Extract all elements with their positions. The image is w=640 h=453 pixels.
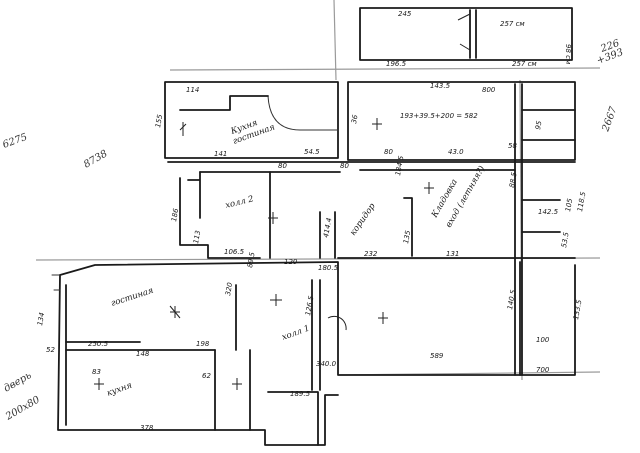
dim-top-d: 257 см — [512, 60, 537, 68]
side-notes: 226 +393 2667 6275 8738 дверь 200x80 — [1, 38, 625, 423]
dim-113: 113 — [192, 230, 202, 245]
dim-414-4: 414.4 — [322, 217, 333, 238]
dim-134: 134 — [36, 312, 46, 327]
dim-53-5: 53.5 — [560, 231, 571, 248]
dimension-labels: 245 257 см 196.5 257 см 98 см 114 143.5 … — [36, 10, 587, 432]
dim-top-c: 196.5 — [386, 60, 407, 68]
dim-105: 105 — [564, 197, 574, 212]
dim-80-a: 80 — [278, 162, 287, 170]
dim-133-5: 133.5 — [572, 299, 583, 321]
dim-180-5: 180.5 — [318, 264, 339, 272]
dim-36: 36 — [350, 114, 360, 125]
dim-589: 589 — [430, 352, 444, 360]
dim-198: 198 — [196, 340, 210, 348]
dim-378: 378 — [140, 424, 154, 432]
dim-800: 800 — [482, 86, 496, 94]
dim-186: 186 — [170, 207, 180, 222]
top-block — [359, 7, 573, 61]
dim-126-5: 126.5 — [304, 295, 315, 317]
dim-top-e: 98 см — [564, 44, 572, 65]
door-size-note-1: дверь — [2, 370, 33, 394]
dim-106-5: 106.5 — [224, 248, 245, 256]
room-label-hall-1: холл 1 — [281, 324, 312, 343]
dim-148: 148 — [136, 350, 150, 358]
dim-80-c: 80 — [340, 162, 349, 170]
dim-top-b: 257 см — [500, 20, 525, 28]
dim-80-b: 80 — [384, 148, 393, 156]
dim-54-5: 54.5 — [304, 148, 320, 156]
dim-120: 120 — [284, 258, 298, 266]
dim-131: 131 — [446, 250, 459, 258]
walls-lower — [51, 261, 576, 446]
side-note-left: 6275 — [1, 132, 29, 151]
door-size-note-2: 200x80 — [3, 394, 42, 423]
dim-155: 155 — [154, 113, 164, 128]
dim-142-5: 142.5 — [538, 208, 559, 216]
dim-62: 62 — [202, 372, 211, 380]
dim-88-5: 88.5 — [508, 171, 519, 188]
dim-141: 141 — [214, 150, 227, 158]
dim-114: 114 — [186, 86, 199, 94]
dim-43-0: 43.0 — [448, 148, 464, 156]
room-marks — [94, 118, 434, 390]
dim-sum-formula: 193+39.5+200 = 582 — [400, 112, 478, 120]
dim-320: 320 — [224, 281, 234, 296]
dim-184-5: 184.5 — [394, 155, 405, 177]
dim-83: 83 — [92, 368, 101, 376]
dim-118-5: 118.5 — [576, 191, 587, 213]
dim-top-a: 245 — [398, 10, 412, 18]
room-label-hall-2: холл 2 — [224, 194, 254, 211]
dim-100: 100 — [536, 336, 550, 344]
walls-upper — [164, 81, 576, 376]
dim-250-5: 250.5 — [88, 340, 109, 348]
dim-232: 232 — [364, 250, 378, 258]
room-label-kitchen: кухня — [106, 380, 134, 398]
dim-700: 700 — [536, 366, 550, 374]
room-label-corridor: коридор — [348, 201, 378, 238]
dim-140-5: 140.5 — [506, 289, 517, 311]
dim-189-5: 189.5 — [290, 390, 311, 398]
dim-52: 52 — [46, 346, 55, 354]
room-label-living: гостиная — [110, 286, 155, 309]
side-note-right: 2667 — [600, 105, 620, 134]
dim-143-5: 143.5 — [430, 82, 451, 90]
dim-135: 135 — [402, 229, 412, 244]
dim-95: 95 — [534, 120, 544, 131]
side-note-left-mid: 8738 — [82, 148, 110, 170]
dim-89-5: 89.5 — [246, 251, 257, 268]
dim-58: 58 — [508, 142, 517, 150]
dim-340-0: 340.0 — [316, 360, 337, 368]
